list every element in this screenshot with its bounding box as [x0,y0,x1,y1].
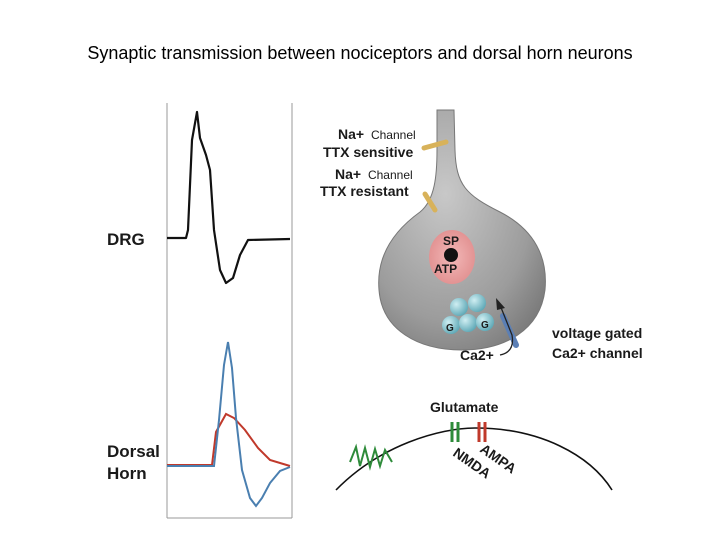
na-ttx-sensitive-line1: Na+ Channel [338,126,416,142]
metabotropic-receptor-icon [349,443,393,471]
horn-label: Horn [107,464,147,483]
ca2-label: Ca2+ [460,347,494,363]
ca-influx-arrow [499,304,514,356]
dorsal-horn-blue-trace [167,341,291,508]
dorsal-horn-red-trace [167,412,291,467]
glutamate-vesicle [476,313,494,331]
page-title: Synaptic transmission between nociceptor… [87,43,633,63]
atp-label: ATP [434,262,457,276]
drg-trace [167,110,291,285]
channel-text: Channel [368,168,413,182]
na-channel-ttx-sensitive [421,139,449,151]
na-plus-text: Na+ [338,126,364,142]
postsynaptic-membrane [335,427,613,491]
ttx-resistant-label: TTX resistant [320,183,409,199]
nmda-receptor-icon [450,422,460,442]
channel-text: Channel [371,128,416,142]
ca2-channel-label: Ca2+ channel [552,345,643,361]
neuron-soma [378,109,546,351]
ttx-sensitive-label: TTX sensitive [323,144,413,160]
ca-arrow-head [496,298,505,310]
glutamate-vesicle [450,298,468,316]
glutamate-vesicle [459,314,477,332]
glutamate-label: Glutamate [430,399,499,415]
sp-label: SP [443,234,459,248]
g-protein-label-left: G [446,323,454,334]
vesicle-core-dot [444,248,458,262]
na-channel-ttx-resistant [422,191,438,213]
ampa-receptor-icon [477,422,487,442]
voltage-gated-label: voltage gated [552,325,642,341]
g-protein-label-right: G [481,320,489,331]
dorsal-label: Dorsal [107,442,160,461]
glutamate-vesicle [442,316,460,334]
glutamate-vesicle [468,294,486,312]
na-plus-text: Na+ [335,166,361,182]
na-ttx-resistant-line1: Na+ Channel [335,166,413,182]
drg-label: DRG [107,230,145,249]
